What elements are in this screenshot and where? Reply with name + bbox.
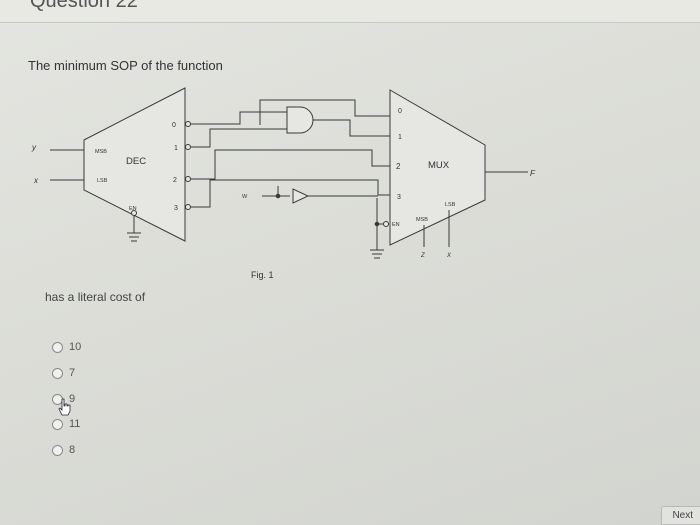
label-dec-out2: 2 [173,177,177,184]
question-continuation: has a literal cost of [45,290,146,304]
option-8[interactable]: 8 [52,444,75,456]
and-gate [286,106,314,134]
option-label: 11 [69,418,81,430]
next-button[interactable]: Next [661,506,700,525]
question-header: Question 22 [0,0,700,23]
dec-en-bubble [131,210,137,216]
figure-caption: Fig. 1 [251,270,274,280]
dec-out2-bubble [185,176,191,182]
wire-dec-out0 [191,111,287,125]
mux-block [389,89,486,246]
dec-out3-bubble [185,204,191,210]
label-output-f: F [530,169,536,178]
label-mux-in3: 3 [397,194,401,201]
label-mux-in2: 2 [396,162,401,171]
wire-dec-out2 [191,149,390,180]
label-dec-msb: MSB [95,149,107,155]
option-label: 9 [69,393,76,405]
radio-button[interactable] [52,418,63,430]
option-label: 10 [69,341,82,353]
option-7[interactable]: 7 [52,367,75,379]
circuit-diagram: y x MSB LSB DEC EN 0 1 2 3 W 0 1 2 3 MUX… [31,87,536,280]
radio-button[interactable] [52,444,63,456]
decoder-block [83,87,186,242]
label-mux-en: EN [392,222,400,228]
label-mux-in0: 0 [398,108,402,115]
label-input-x: x [33,176,39,185]
label-dec-lsb: LSB [97,178,108,184]
option-label: 7 [69,367,76,379]
label-mux-x: X [446,253,452,259]
buffer-gate [292,188,310,204]
label-dec-out3: 3 [174,205,178,212]
mux-en-bubble [383,221,389,227]
label-input-w: W [242,194,248,200]
dec-ground-symbol [127,232,141,242]
option-11[interactable]: 11 [52,418,80,430]
label-mux: MUX [428,160,450,171]
option-label: 8 [69,444,76,456]
dec-out0-bubble [185,121,191,127]
label-mux-z: Z [420,253,425,259]
label-input-y: y [31,143,37,152]
label-dec-out0: 0 [172,122,176,129]
label-mux-msb: MSB [416,217,428,223]
radio-button[interactable] [52,367,63,379]
hand-pointer-icon [58,398,71,416]
mux-ground-symbol [370,249,384,259]
question-title: Question 22 [30,0,138,12]
wire-dec-out3 [191,179,390,208]
label-mux-lsb: LSB [445,202,456,208]
question-prompt: The minimum SOP of the function [28,58,223,73]
wire-and-out [313,119,390,137]
label-dec-en: EN [129,206,137,212]
wire-dec-out1 [191,128,287,148]
radio-button[interactable] [52,341,63,353]
dec-out1-bubble [185,144,191,150]
label-dec: DEC [126,156,146,167]
label-mux-in1: 1 [398,134,402,141]
option-10[interactable]: 10 [52,341,81,353]
label-dec-out1: 1 [174,145,178,152]
wire-mux-in0 [259,99,390,125]
